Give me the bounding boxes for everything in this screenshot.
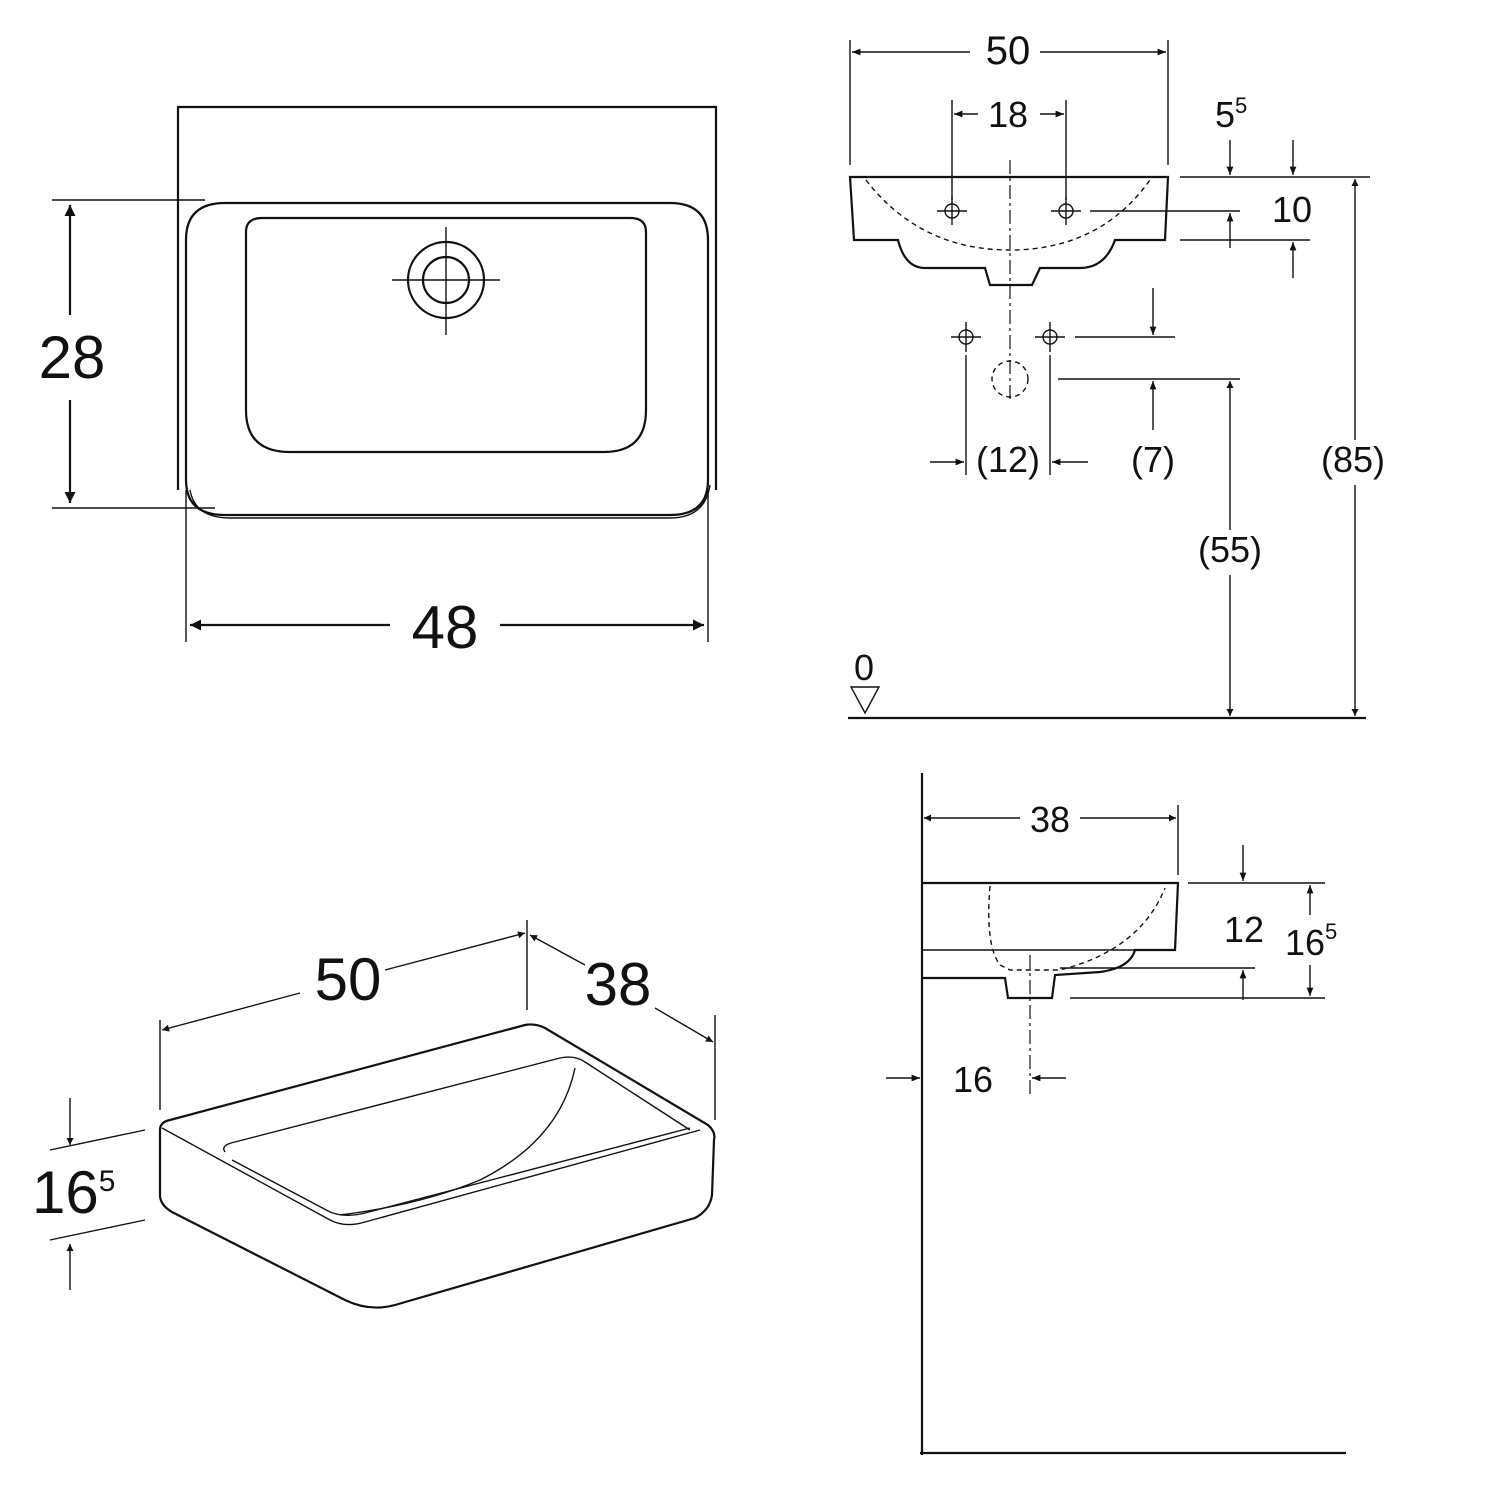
rim-height-dimension: (85)	[1321, 439, 1385, 480]
tap-hole-right-icon	[1051, 197, 1081, 225]
width-dimension: 48	[412, 594, 479, 661]
basin-side-outline	[922, 881, 1180, 1000]
side-view: 38 12 165 16	[886, 773, 1346, 1455]
inner-depth-dimension: 12	[1224, 909, 1264, 950]
height-dimension: 165	[1285, 919, 1337, 963]
waste-outlet-icon	[991, 360, 1029, 398]
tap-hole-left-icon	[937, 197, 967, 225]
waste-offset-dimension: 16	[953, 1059, 993, 1100]
supply-offset-dimension: (7)	[1131, 439, 1175, 480]
width-dimension: 50	[986, 29, 1031, 73]
floor-level-label: 0	[854, 647, 874, 688]
floor-level-icon	[849, 686, 881, 715]
depth-dimension: 38	[585, 951, 652, 1018]
width-dimension: 50	[315, 946, 382, 1013]
front-view: 50 18 55 10 (12) (7) (55)	[848, 29, 1385, 720]
rim-offset-dimension: 55	[1215, 93, 1247, 135]
drain-icon	[392, 227, 500, 335]
supply-spacing-dimension: (12)	[976, 439, 1040, 480]
bowl-depth-dimension: 10	[1272, 189, 1312, 230]
tap-spacing-dimension: 18	[988, 94, 1028, 135]
supply-right-icon	[1035, 322, 1065, 352]
depth-dimension: 28	[39, 324, 106, 391]
basin-iso-outline	[158, 1023, 716, 1309]
height-dimension: 165	[32, 1159, 115, 1226]
waste-height-dimension: (55)	[1198, 529, 1262, 570]
supply-left-icon	[951, 322, 981, 352]
basin-front-outline	[848, 175, 1170, 287]
bowl-outline	[244, 216, 648, 454]
projection-dimension: 38	[1030, 799, 1070, 840]
plan-view: 28 48	[39, 105, 718, 661]
basin-outline	[176, 105, 718, 490]
isometric-view: 50 38 165	[32, 920, 716, 1309]
basin-rim	[184, 201, 710, 517]
